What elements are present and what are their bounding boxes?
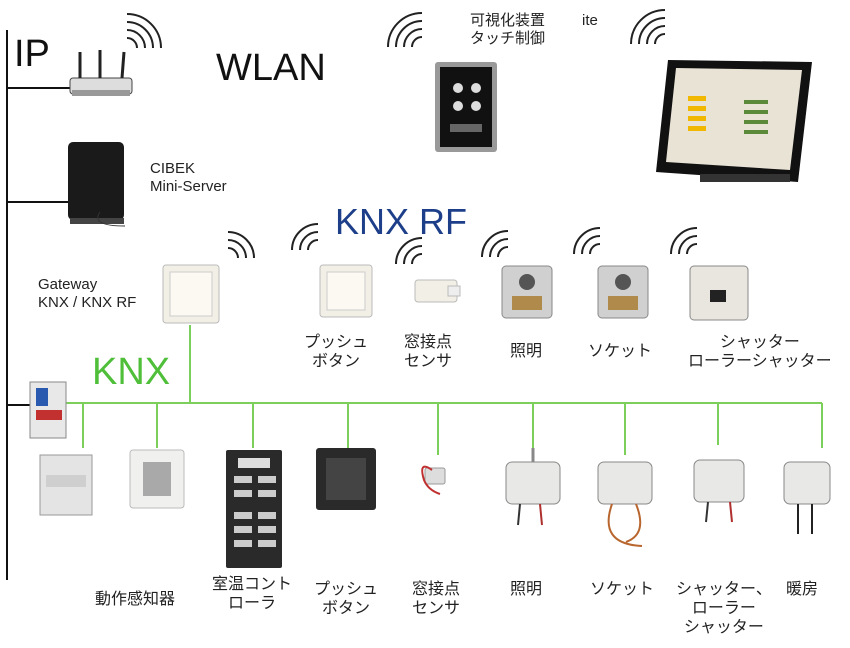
knx-label-light: 照明 [510, 581, 543, 598]
tablet-image [656, 60, 812, 182]
knx-label-window-sensor: 窓接点 センサ [412, 581, 461, 618]
mini-server-image [68, 142, 126, 227]
knx-socket-actuator-image [597, 461, 653, 547]
knx-label-room-controller: 室温コント ローラ [212, 576, 293, 613]
ip-label: IP [14, 33, 50, 75]
rf-label-pushbutton: プッシュ ボタン [304, 334, 369, 371]
knx-label-pushbutton: プッシュ ボタン [314, 581, 379, 618]
knx-label-heating: 暖房 [786, 581, 819, 598]
rf-socket-module-image [597, 265, 649, 319]
knx-label-motion-detector: 動作感知器 [95, 591, 176, 608]
rf-label-window-sensor: 窓接点 センサ [404, 334, 453, 371]
rf-window-sensor-image [414, 279, 461, 303]
gateway-label: Gateway KNX / KNX RF [38, 276, 137, 311]
rf-label-socket: ソケット [588, 343, 653, 360]
knx-rf-label: KNX RF [335, 201, 468, 242]
rf-light-module-image [501, 265, 553, 319]
miniserver-label: CIBEK Mini-Server [150, 160, 227, 195]
knx-motion-detector-image [129, 449, 185, 509]
knx-label-shutter: シャッター、 ローラー シャッター [676, 581, 772, 637]
ite-label: ite [582, 12, 598, 29]
visualization-device-label: 可視化装置 タッチ制御 [470, 12, 546, 47]
knx-label-socket: ソケット [590, 581, 655, 598]
knx-room-controller-image [226, 450, 282, 568]
knx-pushbutton-image [316, 448, 376, 510]
knx-interface-image [29, 381, 67, 439]
wifi-signals [126, 9, 698, 265]
knx-bus [40, 325, 823, 455]
knx-heating-actuator-image [783, 461, 831, 534]
wlan-router-image [69, 50, 133, 96]
wlan-label: WLAN [216, 47, 326, 89]
knx-shutter-actuator-image [693, 459, 745, 523]
touch-panel-image [435, 62, 497, 152]
rf-shutter-module-image [689, 265, 749, 321]
gateway-device-image [162, 264, 220, 324]
knx-window-sensor-image [421, 465, 446, 495]
knx-label: KNX [92, 351, 171, 393]
rf-pushbutton-image [319, 264, 373, 318]
knx-light-actuator-image [505, 448, 561, 526]
rf-label-shutter: シャッター ローラーシャッター [688, 334, 832, 371]
knx-power-supply-image [39, 454, 93, 516]
rf-label-light: 照明 [510, 343, 543, 360]
